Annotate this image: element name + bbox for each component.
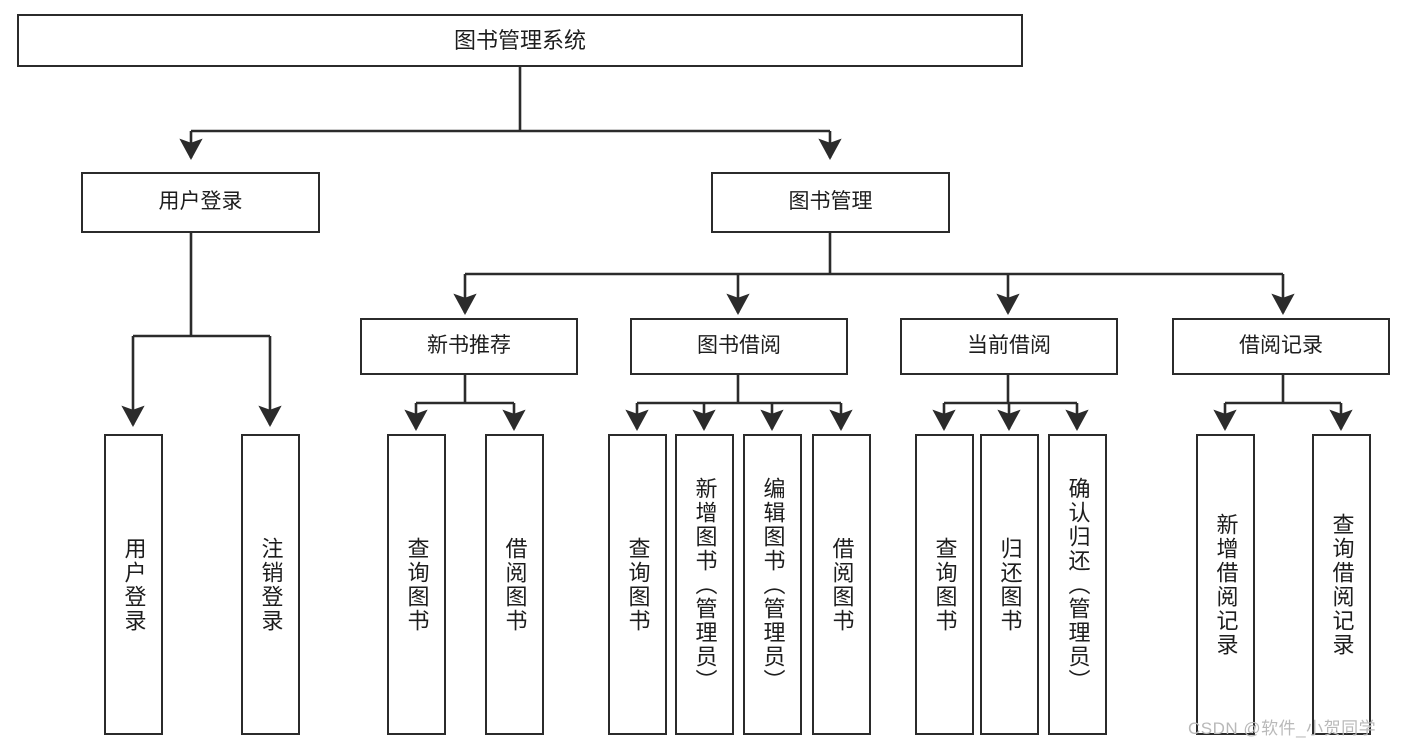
leaf-query-book-current[interactable]: 查询图书: [915, 434, 974, 735]
leaf-add-borrow-record[interactable]: 新增借阅记录: [1196, 434, 1255, 735]
leaf-edit-book-admin[interactable]: 编辑图书（管理员）: [743, 434, 802, 735]
node-label: 新书推荐: [427, 334, 511, 358]
node-label: 借阅记录: [1239, 334, 1323, 358]
node-label: 注销登录: [258, 536, 284, 633]
leaf-borrow-book-newbook[interactable]: 借阅图书: [485, 434, 544, 735]
leaf-user-login[interactable]: 用户登录: [104, 434, 163, 735]
node-label: 借阅图书: [502, 536, 528, 633]
node-label: 图书管理: [788, 190, 873, 214]
node-label: 图书管理系统: [453, 27, 586, 53]
node-label: 查询图书: [625, 536, 651, 633]
leaf-borrow-book-borrow[interactable]: 借阅图书: [812, 434, 871, 735]
node-label: 编辑图书（管理员）: [760, 476, 786, 693]
leaf-query-book-newbook[interactable]: 查询图书: [387, 434, 446, 735]
leaf-query-borrow-record[interactable]: 查询借阅记录: [1312, 434, 1371, 735]
leaf-query-book-borrow[interactable]: 查询图书: [608, 434, 667, 735]
leaf-add-book-admin[interactable]: 新增图书（管理员）: [675, 434, 734, 735]
node-label: 新增图书（管理员）: [692, 476, 718, 693]
node-label: 新增借阅记录: [1213, 512, 1239, 657]
node-book-management[interactable]: 图书管理: [711, 172, 950, 233]
node-label: 确认归还（管理员）: [1065, 476, 1091, 693]
node-label: 用户登录: [121, 536, 147, 633]
node-label: 用户登录: [158, 190, 243, 214]
node-label: 查询图书: [932, 536, 958, 633]
node-book-borrow[interactable]: 图书借阅: [630, 318, 848, 375]
node-root-system[interactable]: 图书管理系统: [17, 14, 1023, 67]
node-current-borrow[interactable]: 当前借阅: [900, 318, 1118, 375]
node-label: 查询图书: [404, 536, 430, 633]
leaf-user-logout[interactable]: 注销登录: [241, 434, 300, 735]
node-label: 借阅图书: [829, 536, 855, 633]
node-user-login[interactable]: 用户登录: [81, 172, 320, 233]
leaf-confirm-return-admin[interactable]: 确认归还（管理员）: [1048, 434, 1107, 735]
csdn-watermark: CSDN @软件_小贺同学: [1188, 719, 1377, 738]
node-new-book-recommend[interactable]: 新书推荐: [360, 318, 578, 375]
node-label: 归还图书: [997, 536, 1023, 633]
node-label: 查询借阅记录: [1329, 512, 1355, 657]
leaf-return-book[interactable]: 归还图书: [980, 434, 1039, 735]
node-label: 当前借阅: [967, 334, 1051, 358]
node-label: 图书借阅: [697, 334, 781, 358]
node-borrow-record[interactable]: 借阅记录: [1172, 318, 1390, 375]
